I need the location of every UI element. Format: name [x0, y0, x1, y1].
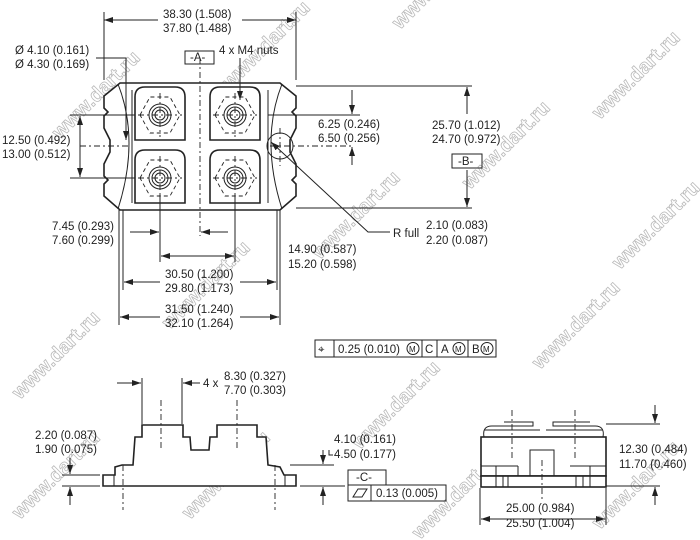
body-width-max: 32.10 (1.264): [165, 318, 234, 330]
horizontal-pitch-min: 14.90 (0.587): [288, 244, 357, 256]
datum-ref-b: B: [472, 344, 480, 356]
terminal-offset-min: 7.45 (0.293): [52, 221, 114, 233]
watermark-text: www.dart.ru: [607, 177, 700, 274]
mmc-modifier: M: [455, 345, 462, 354]
shoulder-height-max: 4.50 (0.177): [334, 449, 396, 461]
terminal-count: 4 x: [203, 378, 219, 390]
hole-offset-max: 6.50 (0.256): [318, 133, 380, 145]
overall-height-min: 24.70 (0.972): [432, 134, 501, 146]
datum-b: -B-: [458, 156, 474, 168]
radius-max: 2.20 (0.087): [426, 235, 488, 247]
flatness-icon: [352, 488, 368, 498]
terminal-width-max: 8.30 (0.327): [224, 371, 286, 383]
top-view: 38.30 (1.508) 37.80 (1.488) Ø 4.10 (0.16…: [2, 9, 501, 330]
datum-c: -C-: [356, 472, 372, 484]
nuts-label: 4 x M4 nuts: [219, 45, 279, 57]
shoulder-height-min: 4.10 (0.161): [334, 434, 396, 446]
hole-diameter-min: Ø 4.10 (0.161): [15, 45, 89, 57]
end-width-max: 25.50 (1.004): [506, 518, 575, 530]
flange-thickness-max: 2.20 (0.087): [35, 430, 97, 442]
watermark-text: www.dart.ru: [587, 27, 684, 124]
m4-nut-terminal: [209, 149, 261, 204]
overall-width-max: 38.30 (1.508): [163, 9, 232, 21]
datum-b-box: [451, 153, 483, 169]
end-height-max: 12.30 (0.484): [619, 444, 688, 456]
tolerance-value: 0.25 (0.010): [338, 344, 400, 356]
side-view: 4 x 8.30 (0.327) 7.70 (0.303) 2.20 (0.08…: [35, 371, 447, 510]
terminal-width-min: 7.70 (0.303): [224, 385, 286, 397]
datum-ref-c: C: [425, 344, 433, 356]
overall-height-max: 25.70 (1.012): [432, 120, 501, 132]
end-width-min: 25.00 (0.984): [506, 503, 575, 515]
datum-a-box: [184, 50, 215, 65]
m4-nut-terminal: [134, 86, 186, 141]
position-tolerance-frame: ⌖ 0.25 (0.010) M C A M B M: [314, 339, 497, 358]
mmc-modifier: M: [483, 345, 490, 354]
m4-nut-terminal: [209, 86, 261, 141]
watermark-text: www.dart.ru: [387, 0, 484, 34]
r-full-label: R full: [393, 228, 419, 240]
radius-min: 2.10 (0.083): [426, 220, 488, 232]
hole-spacing-min: 29.80 (1.173): [165, 283, 234, 295]
hole-diameter-max: Ø 4.30 (0.169): [15, 59, 89, 71]
position-symbol-icon: ⌖: [318, 344, 325, 356]
flatness-frame: [347, 484, 447, 502]
terminal-offset-max: 7.60 (0.299): [52, 235, 114, 247]
datum-a: -A-: [190, 52, 206, 64]
vertical-pitch-max: 13.00 (0.512): [2, 149, 71, 161]
watermark-text: www.dart.ru: [527, 277, 624, 374]
watermark-text: www.dart.ru: [7, 307, 104, 404]
hole-offset-min: 6.25 (0.246): [318, 119, 380, 131]
datum-ref-a: A: [441, 344, 449, 356]
body-width-min: 31.50 (1.240): [165, 304, 234, 316]
vertical-pitch-min: 12.50 (0.492): [2, 135, 71, 147]
m4-nut-terminal: [134, 149, 186, 204]
hole-spacing-max: 30.50 (1.200): [165, 269, 234, 281]
flatness-value: 0.13 (0.005): [376, 488, 438, 500]
horizontal-pitch-max: 15.20 (0.598): [288, 259, 357, 271]
end-view: 12.30 (0.484) 11.70 (0.460) 25.00 (0.984…: [479, 405, 688, 530]
mmc-modifier: M: [409, 345, 416, 354]
end-height-min: 11.70 (0.460): [619, 459, 687, 471]
flange-thickness-min: 1.90 (0.075): [35, 444, 97, 456]
overall-width-min: 37.80 (1.488): [163, 23, 232, 35]
